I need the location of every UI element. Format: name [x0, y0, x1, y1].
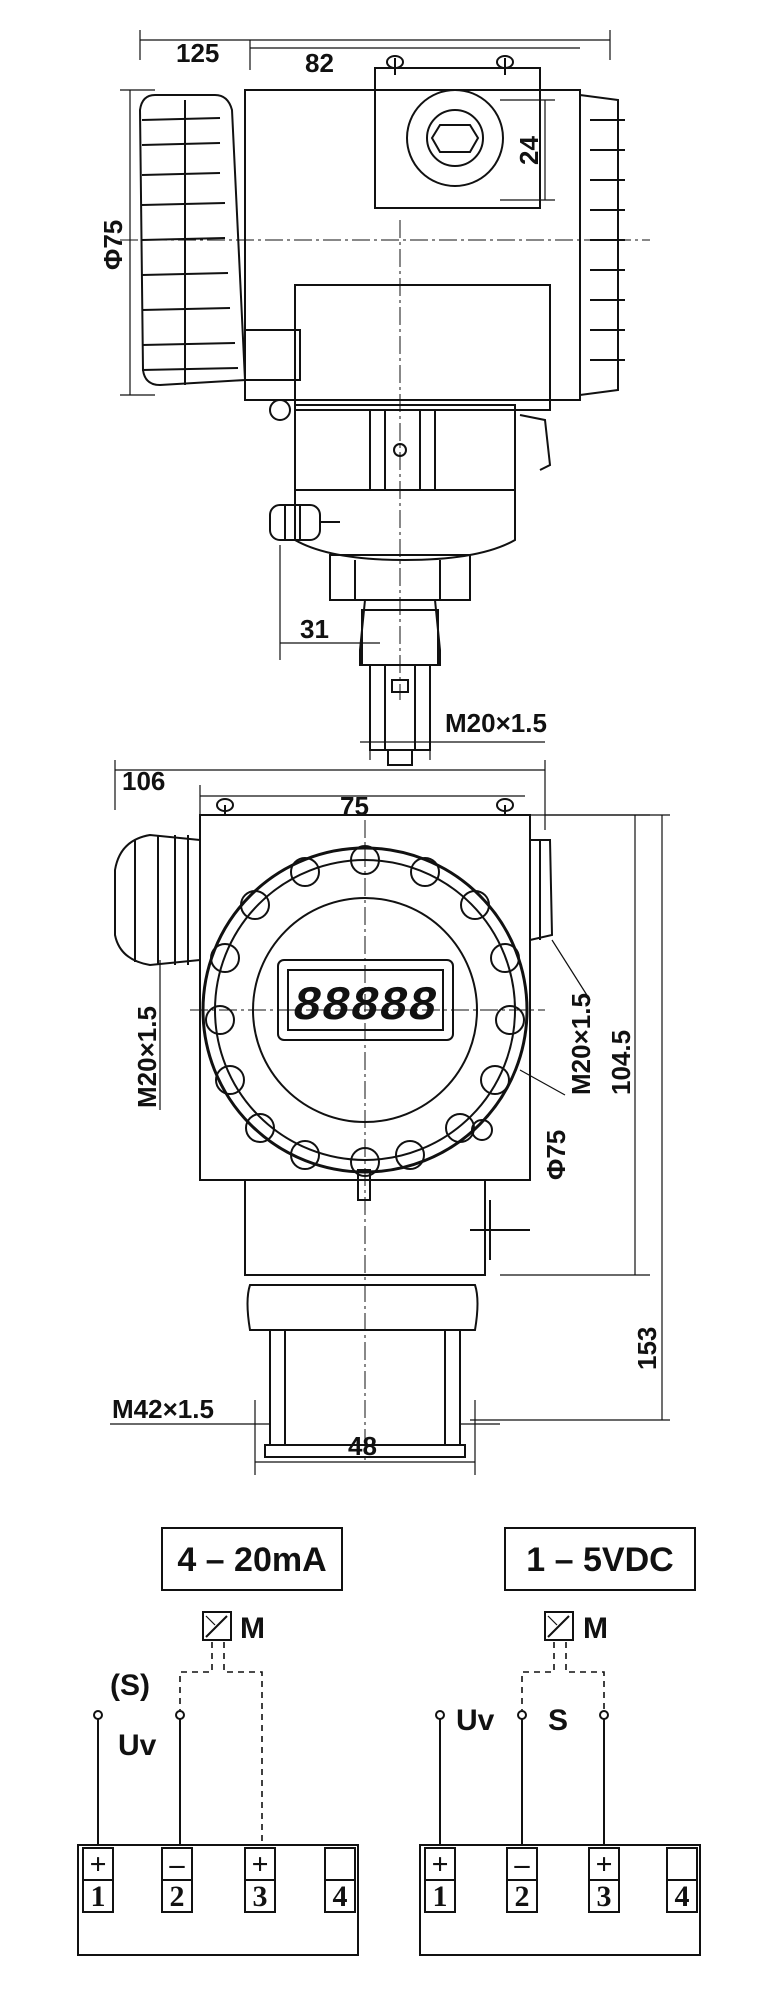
dim-106-label: 106 [122, 766, 165, 796]
dim-153-label: 153 [632, 1327, 662, 1370]
dim-75-label: 75 [340, 791, 369, 821]
dim-104-5-label: 104.5 [606, 1030, 636, 1095]
terminal-3-num-right: 3 [597, 1880, 612, 1913]
terminal-2-num-left: 2 [170, 1880, 185, 1913]
dim-m20-right-label: M20×1.5 [566, 993, 596, 1095]
title-box-1-5vdc [504, 1527, 696, 1591]
label-s-left: (S) [110, 1669, 150, 1702]
meter-symbol-right [544, 1611, 574, 1641]
label-uv-left: Uv [118, 1729, 157, 1762]
terminal-3-sign-right: + [595, 1848, 612, 1881]
terminal-2-sign-left: – [169, 1848, 186, 1881]
title-1-5vdc: 1 – 5VDC [526, 1541, 673, 1579]
terminal-2-num-right: 2 [515, 1880, 530, 1913]
dim-phi75-side-label: Φ75 [98, 220, 128, 270]
dim-m20-left-label: M20×1.5 [132, 1006, 162, 1108]
dim-m20-bottom-label: M20×1.5 [445, 708, 547, 738]
meter-label-right: M [583, 1612, 608, 1645]
terminals-left: + 1 – 2 + 3 4 [82, 1847, 356, 1913]
dim-phi75-front-label: Φ75 [541, 1130, 571, 1180]
terminal-1-sign-right: + [431, 1848, 448, 1881]
terminal-2-sign-right: – [514, 1848, 531, 1881]
dim-48-label: 48 [348, 1431, 377, 1461]
front-view: 106 75 [110, 760, 670, 1475]
terminal-block-left [77, 1844, 359, 1956]
terminal-3-sign-left: + [251, 1848, 268, 1881]
wiring-4-20ma: 4 – 20mA M (S) Uv + 1 – 2 [77, 1527, 359, 1956]
dim-24-label: 24 [514, 136, 544, 165]
terminals-right: + 1 – 2 + 3 4 [424, 1847, 698, 1913]
dim-125-label: 125 [176, 38, 219, 68]
terminal-3-num-left: 3 [253, 1880, 268, 1913]
terminal-1-num-left: 1 [91, 1880, 106, 1913]
meter-symbol-left [202, 1611, 232, 1641]
label-uv-right: Uv [456, 1704, 495, 1737]
side-view: 125 82 [98, 30, 650, 766]
terminal-1-sign-left: + [89, 1848, 106, 1881]
terminal-4-num-left: 4 [333, 1880, 348, 1913]
dim-31-label: 31 [300, 614, 329, 644]
dim-82-label: 82 [305, 48, 334, 78]
title-box-4-20ma [161, 1527, 343, 1591]
meter-label-left: M [240, 1612, 265, 1645]
terminal-block-right [419, 1844, 701, 1956]
terminal-4-num-right: 4 [675, 1880, 690, 1913]
terminal-1-num-right: 1 [433, 1880, 448, 1913]
label-s-right: S [548, 1704, 568, 1737]
wiring-1-5vdc: 1 – 5VDC M Uv S + 1 – 2 + 3 [419, 1527, 701, 1956]
dim-m42-label: M42×1.5 [112, 1394, 214, 1424]
title-4-20ma: 4 – 20mA [177, 1541, 326, 1579]
